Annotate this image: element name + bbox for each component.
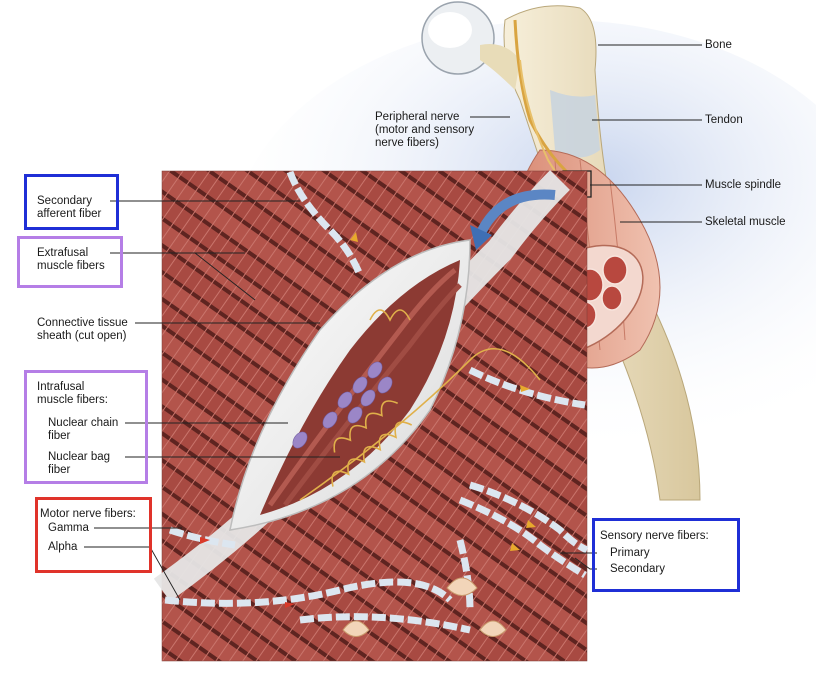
label-sensory-heading: Sensory nerve fibers: bbox=[600, 530, 709, 542]
sensory-nerve-box bbox=[592, 518, 740, 592]
tendon-illustration bbox=[550, 90, 600, 158]
motor-arrows bbox=[200, 537, 295, 608]
label-muscle-spindle: Muscle spindle bbox=[705, 179, 782, 191]
nuclei bbox=[292, 361, 393, 449]
motor-nerve-box bbox=[35, 497, 152, 573]
motor-end-plates bbox=[342, 577, 507, 637]
label-skeletal-muscle: Skeletal muscle bbox=[705, 216, 786, 228]
label-nuclear-chain: Nuclear chain fiber bbox=[48, 417, 119, 442]
label-nuclear-bag: Nuclear bag fiber bbox=[48, 451, 111, 476]
annulospiral-endings bbox=[299, 309, 541, 501]
intrafusal-fibers bbox=[267, 268, 462, 507]
label-connective-tissue: Connective tissue sheath (cut open) bbox=[37, 317, 128, 342]
label-intrafusal-heading: Intrafusal muscle fibers: bbox=[37, 381, 108, 406]
label-peripheral-nerve: Peripheral nerve (motor and sensory nerv… bbox=[375, 111, 475, 149]
label-extrafusal: Extrafusal muscle fibers bbox=[37, 247, 105, 272]
label-secondary-afferent: Secondary afferent fiber bbox=[37, 195, 102, 220]
label-gamma: Gamma bbox=[48, 522, 89, 534]
label-secondary: Secondary bbox=[610, 563, 665, 575]
label-alpha: Alpha bbox=[48, 541, 78, 553]
extrafusal-box bbox=[17, 236, 123, 288]
secondary-afferent-box bbox=[24, 174, 119, 230]
nerve-fibers bbox=[164, 170, 589, 634]
label-tendon: Tendon bbox=[705, 114, 743, 126]
label-bone: Bone bbox=[705, 39, 732, 51]
signal-arrows bbox=[350, 232, 536, 551]
label-primary: Primary bbox=[610, 547, 650, 559]
intrafusal-box bbox=[24, 370, 148, 484]
zoom-arrow bbox=[475, 189, 556, 238]
label-motor-heading: Motor nerve fibers: bbox=[40, 508, 136, 520]
leader-lines bbox=[84, 44, 702, 601]
